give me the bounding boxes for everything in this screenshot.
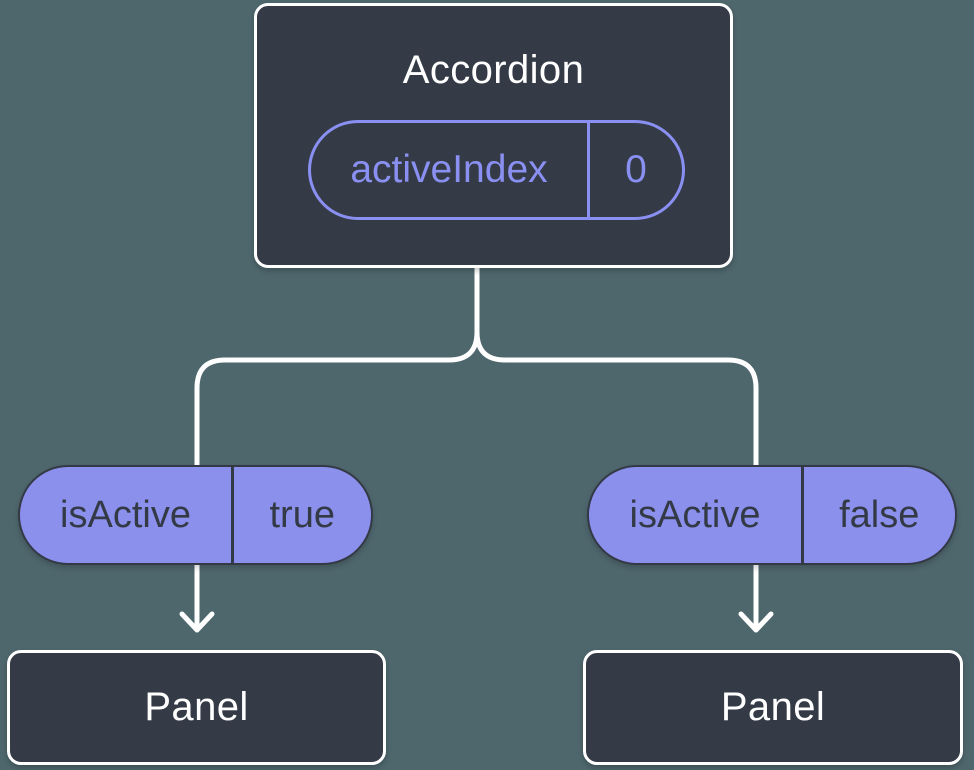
state-pill-divider [587, 123, 590, 217]
accordion-node: Accordion activeIndex 0 [254, 3, 733, 268]
prop-name-label-left: isActive [60, 493, 191, 536]
panel-node-right-title: Panel [720, 685, 826, 729]
prop-pill-left: isActive true [18, 465, 373, 565]
state-value-label: 0 [625, 148, 647, 191]
state-pill: activeIndex 0 [308, 120, 685, 220]
arrow-head-left-icon [179, 611, 215, 633]
panel-node-left: Panel [7, 650, 386, 765]
prop-name-label-right: isActive [629, 493, 761, 536]
connector-right-branch [474, 263, 759, 471]
connector-left-branch [194, 263, 480, 471]
prop-pill-divider-left [231, 467, 234, 563]
prop-pill-right: isActive false [587, 465, 957, 565]
panel-node-right: Panel [583, 650, 963, 765]
prop-pill-divider-right [801, 467, 804, 563]
accordion-node-title: Accordion [402, 48, 585, 92]
prop-value-label-right: false [839, 493, 920, 536]
panel-node-left-title: Panel [144, 685, 249, 729]
arrow-head-right-icon [738, 611, 774, 633]
state-name-label: activeIndex [350, 148, 548, 191]
prop-value-label-left: true [269, 493, 335, 536]
